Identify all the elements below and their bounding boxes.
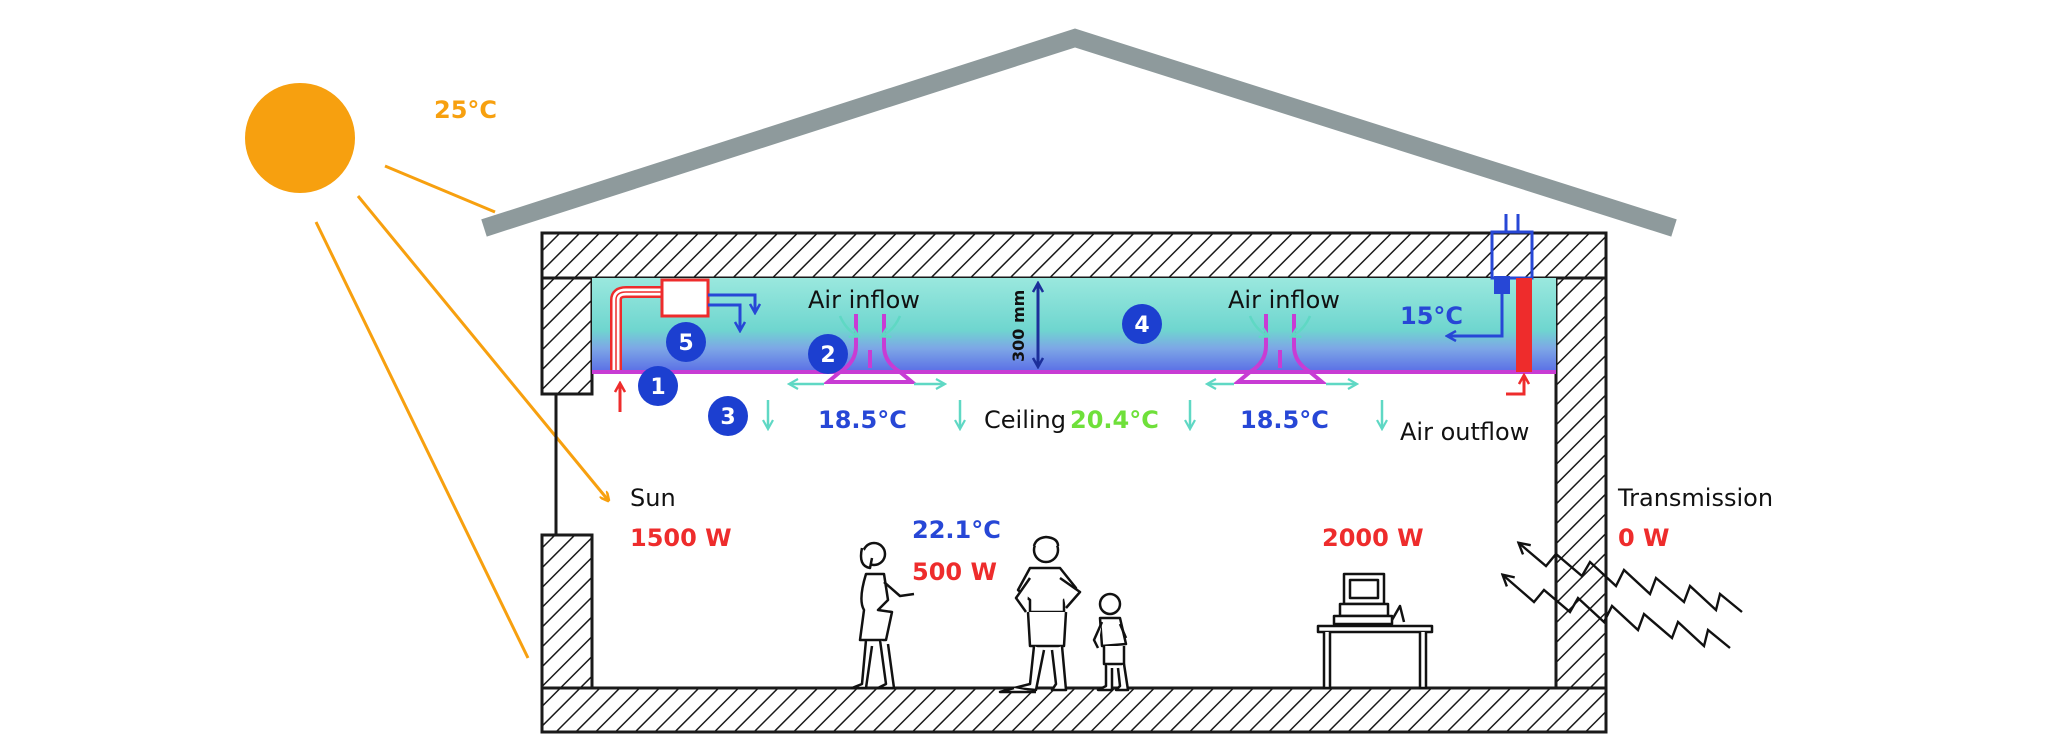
transmission-zigzag-upper xyxy=(1520,544,1743,613)
air-inflow-right-label: Air inflow xyxy=(1228,286,1340,314)
sun-ray-wall xyxy=(314,221,530,659)
exhaust-riser xyxy=(1516,278,1532,372)
left-wall-upper xyxy=(540,276,594,396)
man-figure-icon xyxy=(998,535,1082,694)
fan-coil-outflow-arrow-2 xyxy=(708,303,740,330)
air-outflow-arrow xyxy=(1506,376,1524,396)
ceiling-label: Ceiling xyxy=(984,406,1066,434)
sun-power-label: 1500 W xyxy=(630,524,732,552)
transmission-label: Transmission xyxy=(1617,484,1773,512)
marker-3: 3 xyxy=(708,396,748,436)
left-wall-lower xyxy=(540,533,594,692)
fan-coil-unit xyxy=(660,278,710,318)
ceiling-temp-label: 20.4°C xyxy=(1070,406,1159,434)
svg-text:5: 5 xyxy=(678,331,693,356)
svg-text:3: 3 xyxy=(720,405,735,430)
diffuser-left-inflow-arrows xyxy=(838,315,902,336)
marker-5: 5 xyxy=(666,322,706,362)
air-inflow-left-label: Air inflow xyxy=(808,286,920,314)
supply-temp-label: 15°C xyxy=(1400,302,1463,330)
computer-desk-icon xyxy=(1316,572,1434,690)
right-wall xyxy=(1554,276,1608,692)
temp-right-label: 18.5°C xyxy=(1240,406,1329,434)
child-figure-icon xyxy=(1092,592,1130,692)
svg-text:2: 2 xyxy=(820,343,835,368)
woman-figure-icon xyxy=(850,541,915,690)
exhaust-damper xyxy=(1494,276,1510,294)
people-power-label: 500 W xyxy=(912,558,997,586)
marker-4: 4 xyxy=(1122,304,1162,344)
sun-ray-window xyxy=(356,195,608,500)
temp-left-label: 18.5°C xyxy=(818,406,907,434)
diffuser-right xyxy=(1232,314,1328,384)
sun-ray-roof xyxy=(384,164,496,214)
sun-icon xyxy=(245,83,355,193)
diffuser-left xyxy=(822,314,918,384)
outdoor-temp-label: 25°C xyxy=(434,96,497,124)
marker-1: 1 xyxy=(638,366,678,406)
ceiling-slab xyxy=(540,231,1608,280)
plenum-height-label: 300 mm xyxy=(1009,290,1028,362)
roof xyxy=(481,28,1677,237)
air-outflow-label: Air outflow xyxy=(1400,418,1529,446)
equipment-power-label: 2000 W xyxy=(1322,524,1424,552)
sun-label: Sun xyxy=(630,484,676,512)
exhaust-box xyxy=(1490,230,1534,280)
floor-slab xyxy=(540,686,1608,734)
svg-text:4: 4 xyxy=(1134,313,1149,338)
svg-text:1: 1 xyxy=(650,375,665,400)
room-temp-label: 22.1°C xyxy=(912,516,1001,544)
marker-2: 2 xyxy=(808,334,848,374)
fan-coil-outflow-arrow xyxy=(708,293,755,312)
transmission-power-label: 0 W xyxy=(1618,524,1670,552)
transmission-zigzag-lower xyxy=(1504,576,1731,649)
supply-air-arrow xyxy=(1448,294,1504,336)
cool-air-down-arrows xyxy=(768,400,1382,428)
diffuser-right-inflow-arrows xyxy=(1248,315,1312,336)
